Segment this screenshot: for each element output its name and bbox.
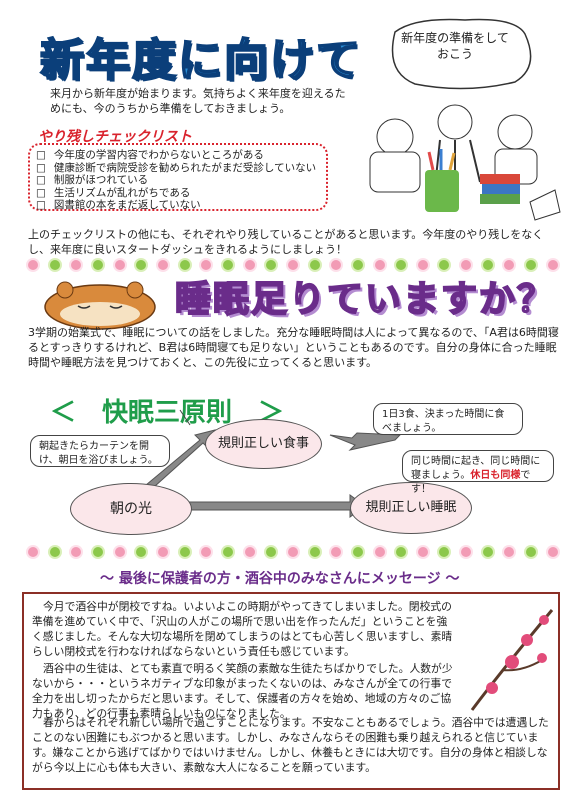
message-paragraph-1: 今月で酒谷中が閉校ですね。いよいよこの時期がやってきてしまいました。閉校式の準備…	[32, 599, 457, 659]
page-title: 新年度に向けて	[39, 34, 362, 87]
checklist-item: □ 制服がほつれている	[36, 174, 320, 187]
flower-divider	[28, 545, 558, 559]
checkbox-icon: □	[36, 186, 46, 199]
checklist-item: □ 今年度の学習内容でわからないところがある	[36, 149, 320, 162]
message-p1-text: 今月で酒谷中が閉校ですね。いよいよこの時期がやってきてしまいました。閉校式の準備…	[32, 600, 453, 658]
checklist-item-label: 制服がほつれている	[53, 174, 149, 186]
rule-node-sleep: 規則正しい睡眠	[350, 482, 472, 534]
bubble-meal: 1日3食、決まった時間に食べましょう。	[373, 403, 523, 435]
checklist-item: □ 図書館の本をまだ返していない	[36, 199, 320, 212]
illustration-caption: 新年度の準備をしておこう	[401, 31, 509, 61]
bubble-light: 朝起きたらカーテンを開け、朝日を浴びましょう。	[30, 435, 170, 467]
rule-node-meal: 規則正しい食事	[205, 419, 322, 469]
rule-node-light: 朝の光	[70, 483, 192, 535]
plum-blossom-icon	[470, 609, 554, 711]
checkbox-icon: □	[36, 174, 46, 186]
students-illustration	[369, 18, 561, 221]
message-title: ～ 最後に保護者の方・酒谷中のみなさんにメッセージ ～	[100, 571, 460, 587]
flower-divider	[28, 258, 558, 272]
checkbox-icon: □	[36, 199, 46, 211]
intro-text: 来月から新年度が始まります。気持ちよく来年度を迎えるためにも、今のうちから準備を…	[50, 87, 346, 115]
message-p3-text: 春からはそれぞれ新しい場所で過ごすことになります。不安なこともあるでしょう。酒谷…	[32, 716, 549, 774]
checkbox-icon: □	[36, 161, 46, 174]
bubble-sleep-emphasis: 休日も同様	[470, 470, 521, 481]
checklist-item-label: 生活リズムが乱れがちである	[53, 186, 191, 199]
hamster-icon	[44, 281, 156, 330]
sleep-title: 睡眠足りていますか？	[174, 278, 556, 321]
checklist-box: □ 今年度の学習内容でわからないところがある □ 健康診断で病院受診を勧められたがま…	[28, 143, 328, 211]
sleep-paragraph: 3学期の始業式で、睡眠についての話をしました。充分な睡眠時間は人によって異なるの…	[28, 326, 559, 369]
checklist-item-label: 今年度の学習内容でわからないところがある	[53, 149, 264, 161]
bubble-sleep: 同じ時間に起き、同じ時間に寝ましょう。休日も同様です！	[402, 450, 554, 495]
checklist-item-label: 健康診断で病院受診を勧められたがまだ受診していない	[53, 161, 317, 174]
message-paragraph-3: 春からはそれぞれ新しい場所で過ごすことになります。不安なこともあるでしょう。酒谷…	[32, 715, 552, 775]
checklist-title: やり残しチェックリスト	[38, 129, 192, 145]
checklist-item-label: 図書館の本をまだ返していない	[53, 199, 201, 211]
checklist-item: □ 生活リズムが乱れがちである	[36, 187, 320, 200]
bubble-sleep-tail: です！	[411, 470, 531, 495]
checkbox-icon: □	[36, 149, 46, 161]
checklist-followup: 上のチェックリストの他にも、それぞれやり残していることがあると思います。今年度の…	[28, 228, 544, 256]
checklist-item: □ 健康診断で病院受診を勧められたがまだ受診していない	[36, 162, 320, 175]
message-box	[22, 592, 560, 790]
message-p2-text: 酒谷中の生徒は、とても素直で明るく笑顔の素敵な生徒たちばかりでした。人数が少ない…	[32, 662, 453, 720]
bubble-sleep-text: 同じ時間に起き、同じ時間に寝ましょう。	[411, 456, 541, 481]
message-paragraph-2: 酒谷中の生徒は、とても素直で明るく笑顔の素敵な生徒たちばかりでした。人数が少ない…	[32, 661, 457, 721]
